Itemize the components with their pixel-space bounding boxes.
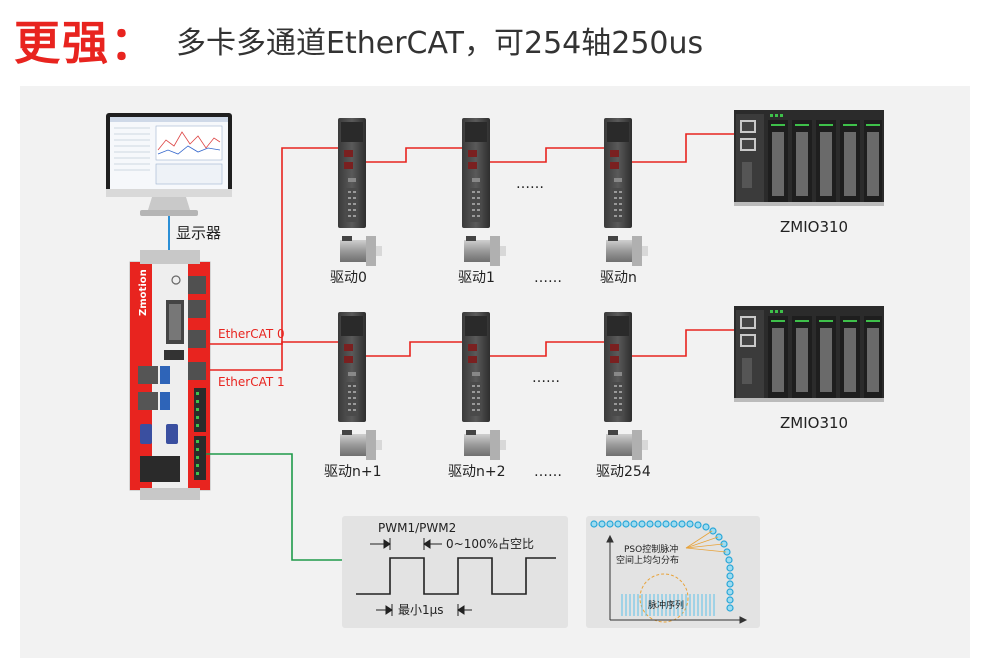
pwm-duty: 0~100%占空比 <box>446 536 534 551</box>
row2-label-ellipsis: …… <box>534 464 562 480</box>
pso-pulse-label: 脉冲序列 <box>648 599 684 611</box>
row1-drive-label: 驱动1 <box>458 270 495 286</box>
ethercat1-label: EtherCAT 1 <box>218 375 285 389</box>
pwm-waveform <box>356 557 556 595</box>
title-subtitle: 多卡多通道EtherCAT，可254轴250us <box>176 26 704 61</box>
monitor-label: 显示器 <box>176 224 221 242</box>
ethercat0-label: EtherCAT 0 <box>218 327 285 341</box>
drive-n-plus-1 <box>338 312 382 460</box>
row2-drive-label: 驱动n+2 <box>448 464 506 480</box>
pso-panel: PSO控制脉冲 空间上均匀分布 脉冲序列 <box>586 516 760 628</box>
pwm-min: 最小1μs <box>398 603 444 617</box>
row1-ellipsis: …… <box>516 176 544 192</box>
row1-label-ellipsis: …… <box>534 270 562 286</box>
title-strong: 更强： <box>14 16 158 70</box>
drive-n-plus-2 <box>462 312 506 460</box>
pwm-cable <box>206 453 344 561</box>
pso-line2: 空间上均匀分布 <box>616 554 679 566</box>
monitor <box>106 113 232 216</box>
drive-n <box>604 118 648 266</box>
row1-drive-label: 驱动n <box>600 270 637 286</box>
controller: Zmotion <box>129 250 211 500</box>
row2-drive-label: 驱动n+1 <box>324 464 382 480</box>
io-label-1: ZMIO310 <box>780 218 848 236</box>
pwm-panel: PWM1/PWM2 0~100%占空比 最小1μs <box>342 516 568 628</box>
row2-ellipsis: …… <box>532 370 560 386</box>
drive-254 <box>604 312 648 460</box>
row1-drive-label: 驱动0 <box>330 270 367 286</box>
controller-brand: Zmotion <box>138 269 149 316</box>
io-module-1 <box>734 110 884 206</box>
pso-line1: PSO控制脉冲 <box>624 543 678 555</box>
io-label-2: ZMIO310 <box>780 414 848 432</box>
page-title: 更强： 多卡多通道EtherCAT，可254轴250us <box>14 10 703 70</box>
row2-drive-label: 驱动254 <box>596 464 651 480</box>
drive-0 <box>338 118 382 266</box>
ethercat-cables <box>206 133 742 371</box>
io-module-2 <box>734 306 884 402</box>
drive-1 <box>462 118 506 266</box>
pwm-title: PWM1/PWM2 <box>378 521 456 535</box>
